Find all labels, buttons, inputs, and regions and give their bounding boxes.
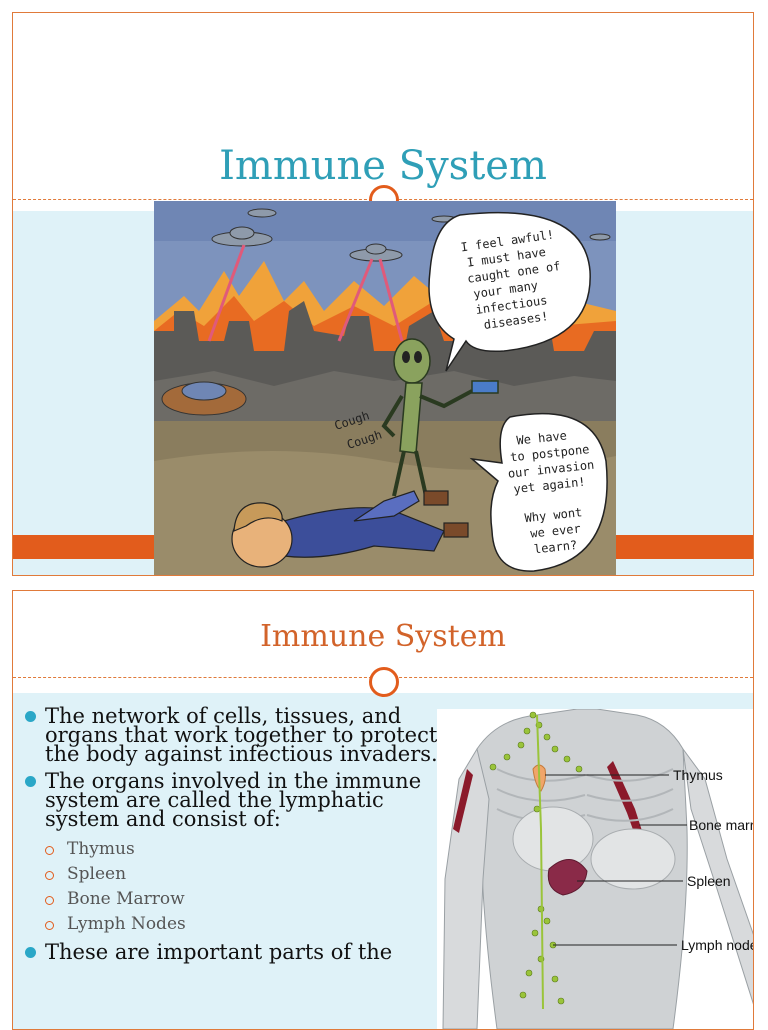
- bubble2-line: We have: [516, 428, 568, 447]
- bullet-item: These are important parts of the: [21, 940, 441, 964]
- sub-item-label: Lymph Nodes: [67, 914, 186, 934]
- bullet-dot-icon: [25, 776, 36, 787]
- sub-item-spleen: Spleen: [45, 862, 441, 887]
- sub-item-label: Bone Marrow: [67, 889, 185, 909]
- bullet-item: The organs involved in the immune system…: [21, 769, 441, 831]
- divider-ring-icon: [369, 667, 399, 697]
- sub-bullet-list: Thymus Spleen Bone Marrow Lymph Nodes: [21, 837, 441, 937]
- circle-bullet-icon: [45, 846, 54, 855]
- label-bone-marrow: Bone marrow: [689, 817, 754, 833]
- bubble2-line: we ever: [530, 521, 582, 540]
- bullet-dot-icon: [25, 711, 36, 722]
- circle-bullet-icon: [45, 896, 54, 905]
- bullet-text: The organs involved in the immune system…: [45, 769, 422, 831]
- bullet-list: The network of cells, tissues, and organ…: [21, 704, 441, 970]
- circle-bullet-icon: [45, 921, 54, 930]
- alien-cartoon: I feel awful! I must have caught one of …: [154, 201, 616, 575]
- sub-item-label: Thymus: [67, 839, 135, 859]
- sub-item-thymus: Thymus: [45, 837, 441, 862]
- sub-item-label: Spleen: [67, 864, 127, 884]
- bullet-text: The network of cells, tissues, and organ…: [45, 704, 438, 766]
- lymphatic-system-diagram: Thymus Bone marrow Spleen Lymph nodes: [437, 709, 754, 1029]
- label-lymph-nodes: Lymph nodes: [681, 937, 754, 953]
- slide-2-title: Immune System: [260, 619, 506, 654]
- bullet-item: The network of cells, tissues, and organ…: [21, 704, 441, 766]
- circle-bullet-icon: [45, 871, 54, 880]
- bullet-dot-icon: [25, 947, 36, 958]
- speech-bubble-2: [469, 413, 608, 572]
- slide-2: Immune System The network of cells, tiss…: [12, 590, 754, 1030]
- label-thymus: Thymus: [673, 767, 723, 783]
- bubble2-line: learn?: [533, 538, 578, 556]
- bubble2-line: Why wont: [524, 505, 583, 525]
- bullet-text: These are important parts of the: [45, 940, 393, 964]
- slide-1: Immune System: [12, 12, 754, 576]
- sub-item-lymph-nodes: Lymph Nodes: [45, 912, 441, 937]
- slide-1-title: Immune System: [219, 143, 547, 189]
- speech-bubble-1: [428, 211, 591, 372]
- label-spleen: Spleen: [687, 873, 731, 889]
- sub-item-bone-marrow: Bone Marrow: [45, 887, 441, 912]
